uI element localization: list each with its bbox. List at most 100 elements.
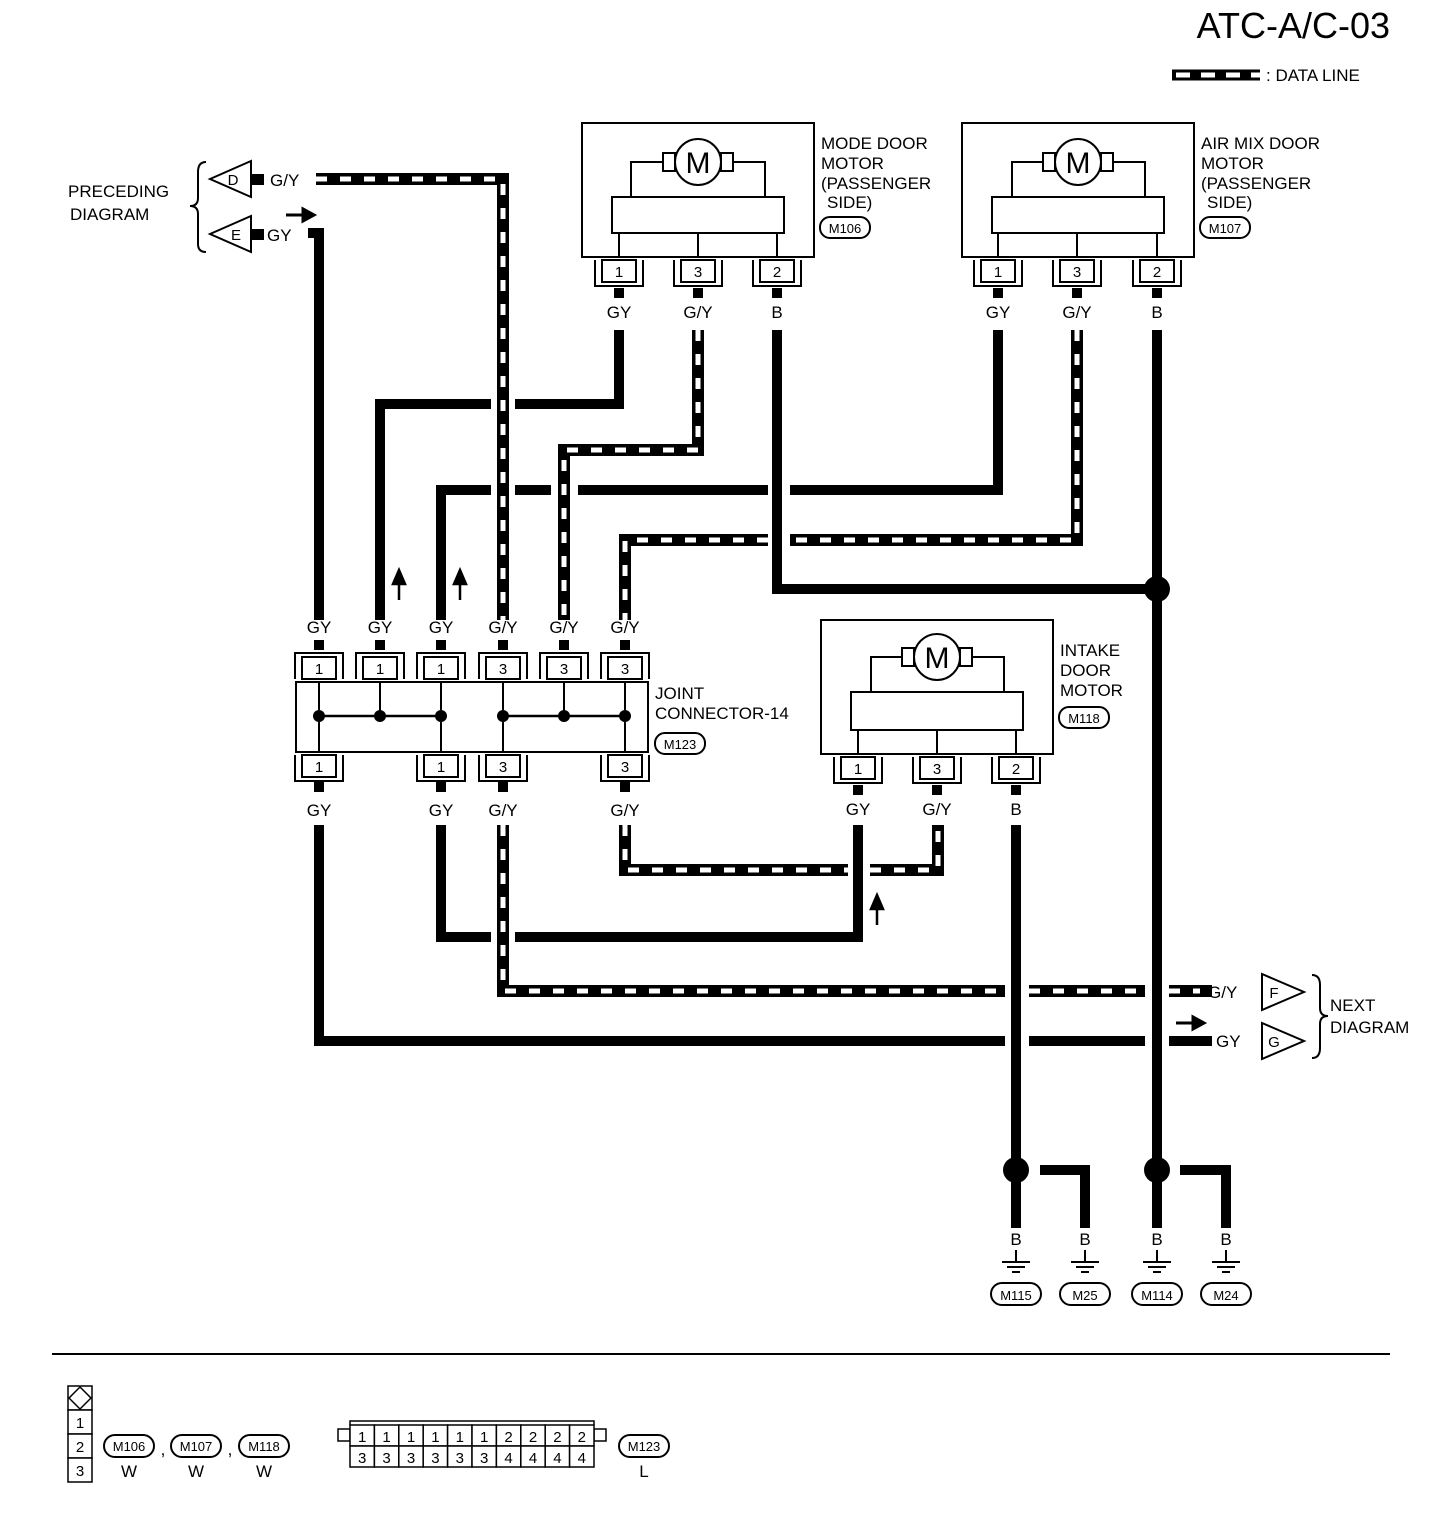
pin-number: 2	[1012, 761, 1020, 778]
connector-code: M107	[180, 1439, 213, 1454]
wire-color-label: B	[1010, 800, 1021, 819]
joint-connector-code: M123	[664, 737, 697, 752]
connector-code: M118	[248, 1439, 280, 1454]
pin-number: 2	[529, 1429, 537, 1446]
ground-icon: B M25	[1059, 1230, 1111, 1306]
pin-number: 1	[994, 264, 1002, 281]
pin-number: 1	[615, 264, 623, 281]
intake-door-motor: M INTAKE DOOR MOTOR M118	[820, 619, 1123, 755]
pin-number: 1	[854, 761, 862, 778]
ground-code: M24	[1213, 1288, 1238, 1303]
pin-number: 1	[315, 661, 323, 678]
connector-pin: 1	[416, 652, 466, 680]
pin-number: 3	[499, 661, 507, 678]
connector-pin: 1	[594, 259, 644, 287]
connector-pin: 1	[294, 754, 344, 782]
wire-color-label: G/Y	[1062, 303, 1091, 322]
pin-number: 1	[358, 1429, 366, 1446]
connector-pin: 3	[673, 259, 723, 287]
connector-pin: 2	[1132, 259, 1182, 287]
mode-door-name-4: SIDE)	[827, 193, 872, 212]
ground-code: M115	[1000, 1288, 1032, 1303]
pin-number: 3	[382, 1450, 390, 1467]
pin-number: 4	[529, 1450, 537, 1467]
splice-point	[1003, 1157, 1029, 1183]
wire-color-label: B	[1220, 1230, 1231, 1249]
pin-number: 4	[553, 1450, 561, 1467]
wire-color-label: G/Y	[488, 618, 517, 637]
wire-e-label: GY	[267, 226, 292, 245]
wire-color-label: B	[1010, 1230, 1021, 1249]
connector-color: W	[121, 1462, 137, 1481]
pin-number: 3	[621, 661, 629, 678]
pin-number: 1	[382, 1429, 390, 1446]
air-mix-name-4: SIDE)	[1207, 193, 1252, 212]
up-arrow-icon	[452, 566, 468, 600]
air-mix-name-3: (PASSENGER	[1201, 174, 1311, 193]
connector-pin: 2	[752, 259, 802, 287]
mode-door-code: M106	[829, 221, 862, 236]
pin-number: 1	[431, 1429, 439, 1446]
wire-color-label: GY	[607, 303, 632, 322]
connector-e-label: E	[231, 227, 241, 244]
pin-number: 4	[578, 1450, 586, 1467]
pin-number: 4	[504, 1450, 512, 1467]
connector-face-icon	[67, 1385, 93, 1411]
wire-color-label: B	[1079, 1230, 1090, 1249]
connector-pin: 3	[478, 652, 528, 680]
connector-d-label: D	[228, 172, 239, 189]
connector-f-label: F	[1269, 985, 1278, 1002]
intake-name-2: DOOR	[1060, 661, 1111, 680]
ground-code: M25	[1072, 1288, 1097, 1303]
pin-number: 1	[76, 1415, 84, 1432]
joint-connector-14: JOINT CONNECTOR-14 M123	[295, 681, 789, 755]
connector-pin: 1	[355, 652, 405, 680]
ground-icon: B M115	[990, 1230, 1042, 1306]
wire-color-label: GY	[307, 801, 332, 820]
connector-pin: 1	[833, 756, 883, 784]
solid-wires	[308, 228, 1231, 1228]
connector-d-arrow	[207, 159, 252, 199]
next-label-2: DIAGRAM	[1330, 1018, 1409, 1037]
pin-number: 3	[1073, 264, 1081, 281]
wire-color-label: GY	[429, 801, 454, 820]
mode-door-name-3: (PASSENGER	[821, 174, 931, 193]
pin-number: 3	[480, 1450, 488, 1467]
pin-number: 2	[76, 1439, 84, 1456]
ground-code: M114	[1141, 1288, 1173, 1303]
air-mix-name-1: AIR MIX DOOR	[1201, 134, 1320, 153]
intake-name-3: MOTOR	[1060, 681, 1123, 700]
pin-number: 2	[553, 1429, 561, 1446]
wire-color-label: B	[1151, 303, 1162, 322]
wire-g-label: GY	[1216, 1032, 1241, 1051]
splice-point	[1144, 1157, 1170, 1183]
pin-number: 3	[499, 759, 507, 776]
wire-color-label: G/Y	[922, 800, 951, 819]
connector-color: W	[188, 1462, 204, 1481]
mode-door-name-2: MOTOR	[821, 154, 884, 173]
pin-number: 3	[431, 1450, 439, 1467]
wire-color-label: G/Y	[610, 801, 639, 820]
connector-pin: 1	[416, 754, 466, 782]
wire-color-label: GY	[307, 618, 332, 637]
joint-connector-name-2: CONNECTOR-14	[655, 704, 789, 723]
wire-ground-m24	[1180, 1165, 1231, 1228]
up-arrow-icon	[391, 566, 407, 600]
pin-number: 2	[773, 264, 781, 281]
data-line-legend: : DATA LINE	[1172, 66, 1360, 85]
pin-number: 3	[621, 759, 629, 776]
connector-e-arrow	[207, 214, 252, 254]
pin-number: 3	[407, 1450, 415, 1467]
wire-gy-intake	[436, 825, 863, 942]
pin-number: 1	[437, 661, 445, 678]
connector-color: L	[639, 1462, 648, 1481]
air-mix-code: M107	[1209, 221, 1242, 236]
wire-color-label: G/Y	[488, 801, 517, 820]
pin-number: 2	[578, 1429, 586, 1446]
wire-color-label: B	[771, 303, 782, 322]
data-line-legend-label: : DATA LINE	[1266, 66, 1360, 85]
